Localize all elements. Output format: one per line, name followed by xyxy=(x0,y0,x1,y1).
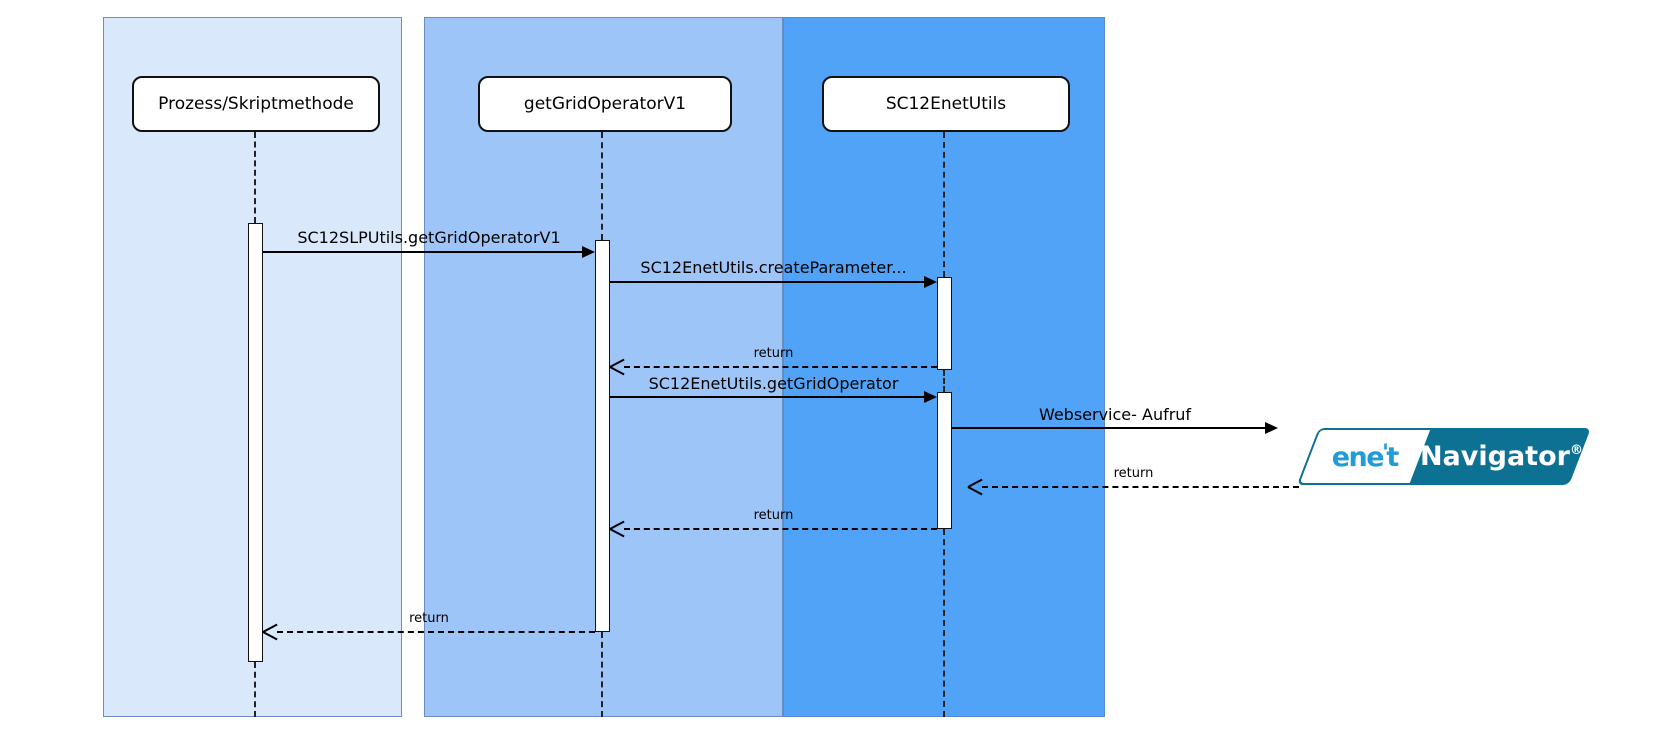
arrow-line xyxy=(624,528,937,530)
arrowhead-icon xyxy=(924,390,937,403)
arrow-line xyxy=(610,281,927,283)
return-label: return xyxy=(409,611,449,626)
lifeline-label: SC12EnetUtils xyxy=(885,94,1007,114)
message-label: SC12EnetUtils.createParameter... xyxy=(640,258,907,277)
enet-brand-t: t xyxy=(1386,441,1398,473)
message-label: Webservice- Aufruf xyxy=(1038,405,1192,424)
lifeline-prozess-segment xyxy=(254,662,256,717)
return-label: return xyxy=(753,346,794,361)
arrowhead-icon xyxy=(924,275,937,288)
lifeline-sc12enetutils-segment xyxy=(943,370,945,392)
arrowhead-icon xyxy=(1265,421,1278,434)
return-label: return xyxy=(753,508,794,523)
registered-trademark-symbol: ® xyxy=(1569,443,1583,458)
lifeline-label: getGridOperatorV1 xyxy=(523,94,687,114)
arrow-line xyxy=(624,366,937,368)
arrow-line xyxy=(982,486,1299,488)
activation-bar-sc12enetutils-2 xyxy=(937,392,952,529)
message-label: SC12EnetUtils.getGridOperator xyxy=(648,374,899,393)
return-label: return xyxy=(1113,466,1154,481)
arrow-line xyxy=(952,427,1268,429)
lifeline-getgridoperator-segment xyxy=(601,632,603,717)
enet-brand-icon: ene't xyxy=(1331,441,1398,473)
navigator-wordmark-panel: Navigator® xyxy=(1411,428,1591,485)
lifeline-header-sc12enetutils: SC12EnetUtils xyxy=(822,76,1070,132)
lifeline-header-getgridoperatorv1: getGridOperatorV1 xyxy=(478,76,732,132)
arrow-line xyxy=(610,396,927,398)
arrow-line xyxy=(277,631,595,633)
navigator-product-text: Navigator xyxy=(1419,441,1570,472)
lifeline-prozess-segment xyxy=(254,132,256,223)
lifeline-sc12enetutils-segment xyxy=(943,529,945,717)
enet-brand-panel: ene't xyxy=(1297,428,1433,485)
lifeline-sc12enetutils-segment xyxy=(943,132,945,277)
lifeline-getgridoperator-segment xyxy=(601,132,603,240)
navigator-wordmark: Navigator® xyxy=(1419,441,1582,472)
arrow-line xyxy=(263,251,585,253)
lifeline-label: Prozess/Skriptmethode xyxy=(158,94,354,114)
lifeline-header-prozess-skriptmethode: Prozess/Skriptmethode xyxy=(132,76,380,132)
activation-bar-prozess xyxy=(248,223,263,662)
arrowhead-icon xyxy=(582,245,595,258)
enet-brand-text: ene xyxy=(1331,441,1384,473)
enet-navigator-logo: ene't Navigator® xyxy=(1297,428,1591,485)
activation-bar-getgridoperator xyxy=(595,240,610,632)
message-label: SC12SLPUtils.getGridOperatorV1 xyxy=(297,228,561,247)
activation-bar-sc12enetutils-1 xyxy=(937,277,952,370)
